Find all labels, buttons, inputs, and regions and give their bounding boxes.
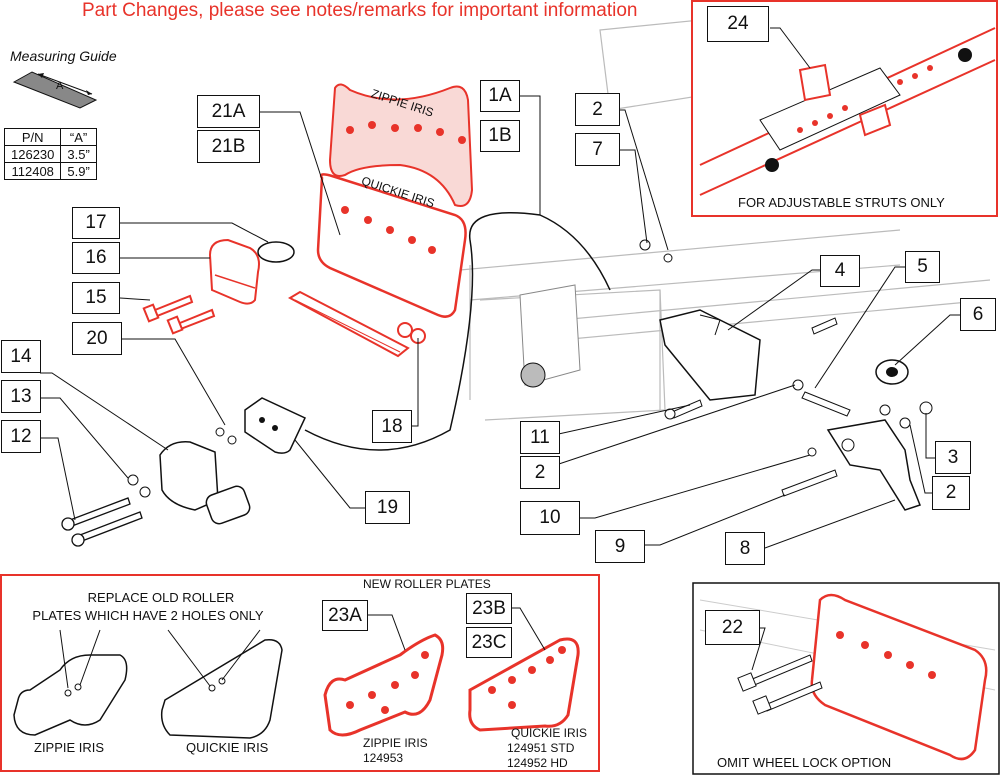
callout-15: 15 <box>72 282 120 314</box>
callout-18: 18 <box>372 410 412 443</box>
callout-9: 9 <box>595 530 645 563</box>
new-zippie-label: ZIPPIE IRIS <box>363 736 428 750</box>
header-a: “A” <box>60 128 97 146</box>
washers-part-20 <box>215 427 237 445</box>
quickie-iris-plate-top <box>316 173 467 318</box>
new-zippie-part-number: 124953 <box>363 751 404 765</box>
measuring-rod <box>12 71 98 109</box>
cell-a: 5.9” <box>60 162 97 180</box>
callout-17: 17 <box>72 207 120 239</box>
callout-20: 20 <box>72 322 122 355</box>
measuring-guide-table: P/N “A” 126230 3.5” 112408 5.9” <box>3 128 97 180</box>
rod-part-21a <box>287 290 410 358</box>
callout-21a: 21A <box>197 95 260 128</box>
callout-1a: 1A <box>480 80 520 112</box>
callout-7: 7 <box>575 133 620 166</box>
pin-part-9 <box>781 469 838 497</box>
cable-part-1 <box>304 212 611 451</box>
new-roller-plates-title: NEW ROLLER PLATES <box>363 577 491 591</box>
leader-lines <box>40 95 960 549</box>
callout-4: 4 <box>820 255 860 287</box>
callout-19: 19 <box>365 491 410 524</box>
callout-8: 8 <box>725 532 765 565</box>
part-changes-notice: Part Changes, please see notes/remarks f… <box>82 0 638 21</box>
omit-wheel-lock-caption: OMIT WHEEL LOCK OPTION <box>717 755 892 770</box>
old-quickie-label: QUICKIE IRIS <box>186 740 269 755</box>
table-header-row: P/N “A” <box>3 128 97 146</box>
callout-6: 6 <box>960 298 996 331</box>
callout-23b: 23B <box>466 593 512 624</box>
washer-part-10 <box>807 447 817 457</box>
knob-part-14 <box>159 441 251 525</box>
bolts-part-12 <box>61 497 143 547</box>
spacer-part-17 <box>257 241 295 263</box>
callout-22: 22 <box>705 610 760 645</box>
new-quickie-std-part-number: 124951 STD <box>507 741 575 755</box>
callout-16: 16 <box>72 242 120 274</box>
lever-part-8 <box>826 419 921 511</box>
roller-part-6 <box>875 359 909 385</box>
bolt-part-5 <box>792 379 851 417</box>
replace-roller-line-1: REPLACE OLD ROLLER <box>87 590 235 605</box>
adjustable-struts-caption: FOR ADJUSTABLE STRUTS ONLY <box>738 195 945 210</box>
nuts-part-18 <box>397 322 426 344</box>
callout-11: 11 <box>520 421 560 454</box>
callout-21b: 21B <box>197 130 260 163</box>
lever-part-19 <box>244 397 306 454</box>
callout-23c: 23C <box>466 627 512 658</box>
clamp-part-16 <box>208 238 260 305</box>
callout-2-mid: 2 <box>520 456 560 489</box>
callout-5: 5 <box>905 251 940 283</box>
table-row: 126230 3.5” <box>3 145 97 163</box>
cell-pn: 112408 <box>3 162 62 180</box>
new-quickie-hd-part-number: 124952 HD <box>507 756 568 770</box>
cell-pn: 126230 <box>3 145 62 163</box>
cell-a: 3.5” <box>60 145 97 163</box>
replace-roller-line-2: PLATES WHICH HAVE 2 HOLES ONLY <box>32 608 264 623</box>
table-row: 112408 5.9” <box>3 162 97 180</box>
new-quickie-label: QUICKIE IRIS <box>511 726 588 740</box>
nuts-part-2-3 <box>639 239 933 429</box>
callout-2-right: 2 <box>932 476 970 510</box>
screws-part-15 <box>142 294 216 335</box>
callout-1b: 1B <box>480 120 520 152</box>
callout-12: 12 <box>1 420 41 453</box>
callout-23a: 23A <box>322 600 368 631</box>
brake-block-part-4 <box>659 309 761 401</box>
callout-13: 13 <box>1 380 41 413</box>
mount-bracket <box>519 284 581 388</box>
zippie-iris-plate-top <box>328 83 474 207</box>
header-pn: P/N <box>3 128 62 146</box>
dimension-a-label: A <box>56 80 64 92</box>
screw-part-4 <box>811 317 838 335</box>
old-zippie-label: ZIPPIE IRIS <box>34 740 105 755</box>
washers-part-13 <box>127 474 151 498</box>
callout-3: 3 <box>935 441 971 474</box>
measuring-guide-title: Measuring Guide <box>10 48 117 64</box>
inset-omit-wheel-lock <box>692 582 1000 775</box>
callout-14: 14 <box>1 340 41 373</box>
callout-2-top: 2 <box>575 93 620 126</box>
callout-10: 10 <box>520 501 580 535</box>
callout-24: 24 <box>707 6 769 42</box>
